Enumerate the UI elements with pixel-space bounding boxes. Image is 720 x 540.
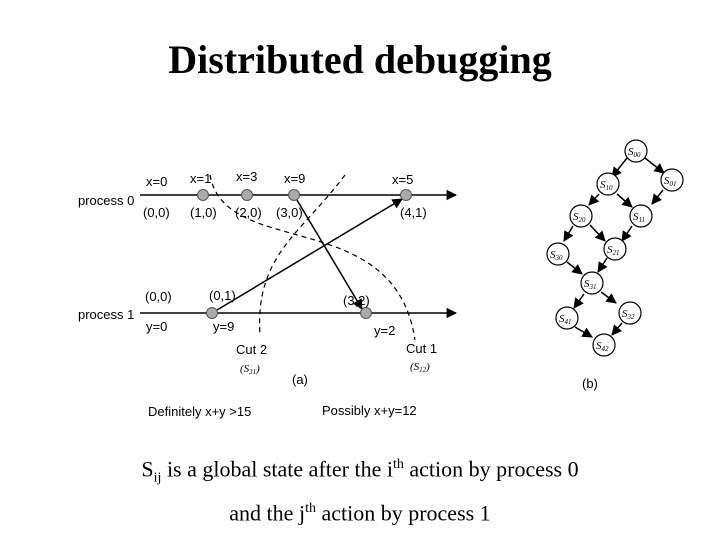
state-label-s32: S32 — [622, 308, 635, 321]
p0-event-1 — [197, 189, 209, 201]
state-label-s30: S30 — [550, 249, 563, 262]
state-node-s30 — [546, 242, 570, 266]
p0-event-2 — [241, 189, 253, 201]
p1-value: y=9 — [213, 319, 234, 334]
state-label-s42: S42 — [596, 340, 609, 353]
p1-value: y=2 — [374, 323, 395, 338]
cut-1-label: Cut 1 — [406, 341, 437, 356]
p0-value: x=0 — [146, 174, 167, 189]
state-node-s41 — [555, 306, 579, 330]
cut-2-label: Cut 2 — [236, 342, 267, 357]
p1-value: y=0 — [146, 319, 167, 334]
state-node-s10 — [596, 172, 620, 196]
message-p1-to-p0 — [211, 198, 403, 314]
state-label-s10: S10 — [600, 179, 613, 192]
panel-b-label: (b) — [582, 376, 598, 391]
p1-vector: (3,2) — [343, 293, 370, 308]
p1-vector: (0,1) — [209, 288, 236, 303]
state-node-s32 — [618, 301, 642, 325]
cut-2-state: (S31) — [240, 363, 260, 376]
p0-event-4 — [400, 189, 412, 201]
state-label-s21: S21 — [607, 244, 620, 257]
possibly-predicate: Possibly x+y=12 — [322, 403, 417, 418]
p1-event-2 — [360, 307, 372, 319]
slide-title: Distributed debugging — [168, 37, 552, 82]
state-node-s21 — [603, 237, 627, 261]
state-node-s42 — [592, 333, 616, 357]
message-p0-to-p1 — [293, 194, 363, 310]
state-label-s20: S20 — [573, 211, 586, 224]
p1-vector: (0,0) — [145, 289, 172, 304]
state-node-s31 — [580, 271, 604, 295]
state-label-s00: S00 — [628, 146, 641, 159]
state-node-s20 — [569, 204, 593, 228]
definitely-predicate: Definitely x+y >15 — [148, 404, 251, 419]
caption-line-1: Sij is a global state after the ith acti… — [141, 456, 579, 486]
cut-1-state: (S12) — [410, 361, 430, 374]
p0-value: x=3 — [236, 169, 257, 184]
state-node-s11 — [629, 204, 653, 228]
p0-value: x=9 — [284, 171, 305, 186]
state-node-s00 — [624, 139, 648, 163]
state-label-s11: S11 — [633, 211, 645, 224]
state-node-s01 — [660, 168, 684, 192]
cut-2-line — [259, 174, 346, 336]
p0-event-3 — [288, 189, 300, 201]
p0-vector: (2,0) — [235, 205, 262, 220]
process0-label: process 0 — [78, 193, 134, 208]
p0-vector: (4,1) — [400, 205, 427, 220]
p0-value: x=5 — [392, 172, 413, 187]
cut-1-line — [209, 174, 416, 341]
p0-vector: (3,0) — [276, 205, 303, 220]
p0-vector: (1,0) — [190, 205, 217, 220]
p1-event-1 — [206, 307, 218, 319]
state-label-s31: S31 — [584, 278, 597, 291]
state-label-s01: S01 — [664, 175, 677, 188]
p0-value: x=1 — [190, 171, 211, 186]
caption-line-2: and the jth action by process 1 — [229, 500, 491, 526]
panel-a-label: (a) — [292, 372, 308, 387]
process1-label: process 1 — [78, 307, 134, 322]
p0-vector: (0,0) — [143, 205, 170, 220]
state-label-s41: S41 — [559, 313, 572, 326]
slide-caption: Sij is a global state after the ith acti… — [0, 450, 720, 528]
